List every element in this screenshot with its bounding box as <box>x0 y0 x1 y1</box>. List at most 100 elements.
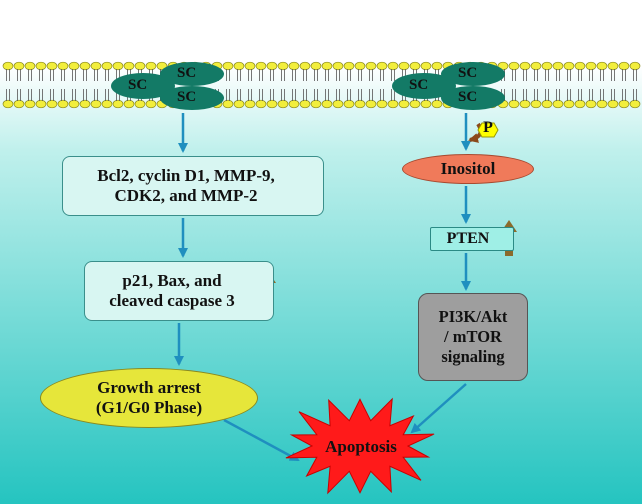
lipid-head <box>541 99 553 109</box>
phospho-hexagon <box>477 122 499 138</box>
lipid-head <box>255 99 267 109</box>
lipid-head <box>398 61 410 71</box>
arrows <box>174 113 471 462</box>
lipid-head <box>123 61 135 71</box>
apoptosis-star <box>285 397 435 495</box>
lipid-head <box>607 61 619 71</box>
right-receptor-complex <box>392 62 505 110</box>
lipid-head <box>552 99 564 109</box>
lipid-head <box>2 99 14 109</box>
lipid-head <box>266 61 278 71</box>
lipid-head <box>343 61 355 71</box>
lipid-head <box>112 61 124 71</box>
lipid-head <box>145 61 157 71</box>
pten-box: PTEN <box>430 227 514 251</box>
lipid-head <box>508 61 520 71</box>
lipid-head <box>596 99 608 109</box>
pi3k-line3: signaling <box>441 346 505 366</box>
bcl2-line1: Bcl2, cyclin D1, MMP-9, <box>97 165 275 185</box>
lipid-head <box>90 61 102 71</box>
lipid-head <box>46 61 58 71</box>
lipid-head <box>310 61 322 71</box>
lipid-head <box>277 99 289 109</box>
inositol-ellipse: Inositol <box>402 154 534 184</box>
lipid-head <box>46 99 58 109</box>
lipid-head <box>101 61 113 71</box>
lipid-head <box>574 61 586 71</box>
lipid-head <box>310 99 322 109</box>
lipid-head <box>90 99 102 109</box>
lipid-head <box>101 99 113 109</box>
growth-arrest-line1: Growth arrest <box>97 377 201 397</box>
lipid-head <box>277 61 289 71</box>
lipid-head <box>530 99 542 109</box>
lipid-head <box>288 61 300 71</box>
lipid-head <box>354 99 366 109</box>
sc-label: SC <box>458 65 478 81</box>
lipid-head <box>376 99 388 109</box>
lipid-head <box>563 61 575 71</box>
lipid-head <box>343 99 355 109</box>
lipid-head <box>134 61 146 71</box>
lipid-head <box>244 61 256 71</box>
lipid-head <box>420 99 432 109</box>
lipid-head <box>145 99 157 109</box>
lipid-head <box>530 61 542 71</box>
lipid-head <box>519 99 531 109</box>
lipid-head <box>585 61 597 71</box>
lipid-head <box>365 99 377 109</box>
lipid-head <box>24 99 36 109</box>
lipid-head <box>596 61 608 71</box>
pi3k-box: PI3K/Akt / mTOR signaling <box>418 293 528 381</box>
lipid-head <box>2 61 14 71</box>
sc-label: SC <box>128 77 148 93</box>
p21-box: p21, Bax, and cleaved caspase 3 <box>84 261 274 321</box>
lipid-head <box>123 99 135 109</box>
pten-label: PTEN <box>446 230 490 248</box>
lipid-head <box>618 61 630 71</box>
lipid-head <box>79 61 91 71</box>
lipid-head <box>24 61 36 71</box>
lipid-head <box>365 61 377 71</box>
lipid-head <box>79 99 91 109</box>
lipid-head <box>552 61 564 71</box>
growth-arrest-ellipse: Growth arrest (G1/G0 Phase) <box>40 368 258 428</box>
sc-label: SC <box>458 89 478 105</box>
lipid-head <box>431 99 443 109</box>
arrow-pi3k-to-apoptosis <box>410 383 467 434</box>
lipid-head <box>35 99 47 109</box>
lipid-head <box>607 99 619 109</box>
lipid-head <box>288 99 300 109</box>
lipid-head <box>563 99 575 109</box>
lipid-head <box>233 61 245 71</box>
lipid-head <box>376 61 388 71</box>
lipid-head <box>519 61 531 71</box>
lipid-head <box>332 99 344 109</box>
lipid-head <box>35 61 47 71</box>
lipid-head <box>420 61 432 71</box>
pi3k-line2: / mTOR <box>444 327 502 347</box>
lipid-head <box>222 99 234 109</box>
p21-line1: p21, Bax, and <box>122 270 222 290</box>
sc-label: SC <box>177 65 197 81</box>
growth-arrest-line2: (G1/G0 Phase) <box>95 398 203 417</box>
sc-label: SC <box>177 89 197 105</box>
left-receptor-complex <box>111 62 224 110</box>
bcl2-line2: CDK2, and MMP-2 <box>114 186 258 205</box>
lipid-head <box>354 61 366 71</box>
lipid-head <box>431 61 443 71</box>
lipid-head <box>299 61 311 71</box>
lipid-head <box>112 99 124 109</box>
sc-label: SC <box>409 77 429 93</box>
pi3k-line1: PI3K/Akt <box>438 307 508 327</box>
lipid-head <box>68 99 80 109</box>
lipid-head <box>387 61 399 71</box>
lipid-head <box>618 99 630 109</box>
lipid-head <box>13 61 25 71</box>
lipid-head <box>398 99 410 109</box>
apoptosis-label: Apoptosis <box>325 437 397 456</box>
lipid-head <box>134 99 146 109</box>
lipid-head <box>332 61 344 71</box>
